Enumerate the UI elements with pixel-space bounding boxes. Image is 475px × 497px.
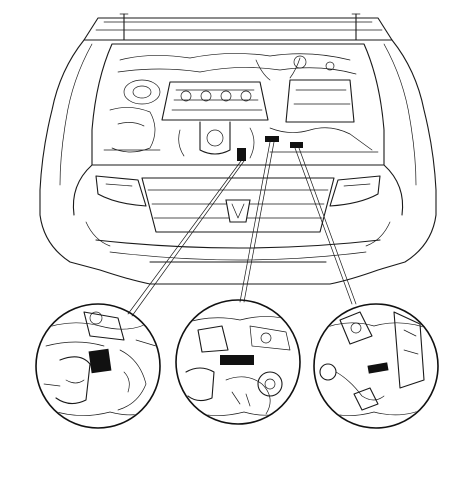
engine-bay-opening [91,43,385,166]
detail-label-right [367,362,389,374]
engine-components [103,53,379,159]
leader-lines [127,141,357,317]
left-headlight [95,175,147,207]
engine-label-marker-1 [237,148,246,161]
detail-view-center [175,299,301,425]
detail-label-center [220,355,254,365]
engine-label-marker-2 [265,136,279,142]
detail-view-right [313,303,439,429]
car-front-view [39,13,437,285]
body-outline [39,39,437,285]
open-hood [83,13,393,41]
right-headlight [329,175,381,207]
detail-label-left [88,348,112,374]
grille-emblem [225,199,251,223]
detail-view-left [35,303,161,429]
engine-label-marker-3 [290,142,303,148]
grille [141,177,335,233]
